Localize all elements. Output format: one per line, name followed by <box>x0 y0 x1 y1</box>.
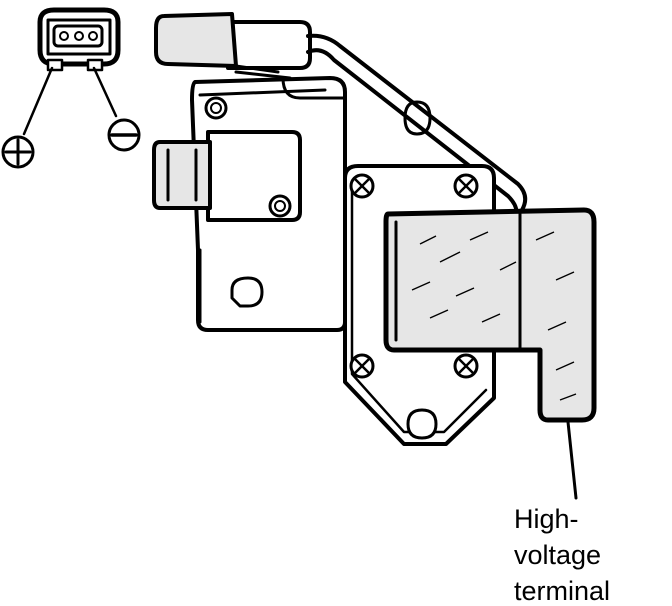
harness-connector <box>22 7 121 136</box>
label-line-1: High- <box>514 504 579 534</box>
coil-block <box>383 207 597 423</box>
harness-wire <box>306 33 528 216</box>
top-connector <box>154 12 312 80</box>
minus-circle-icon <box>107 118 141 152</box>
high-voltage-terminal-callout: High- voltage terminal <box>514 420 610 606</box>
plus-circle-icon <box>1 135 35 169</box>
label-line-2: voltage <box>514 540 601 570</box>
label-line-3: terminal <box>514 576 610 606</box>
coil-input-connector <box>152 130 302 222</box>
coil-shading <box>411 231 577 401</box>
